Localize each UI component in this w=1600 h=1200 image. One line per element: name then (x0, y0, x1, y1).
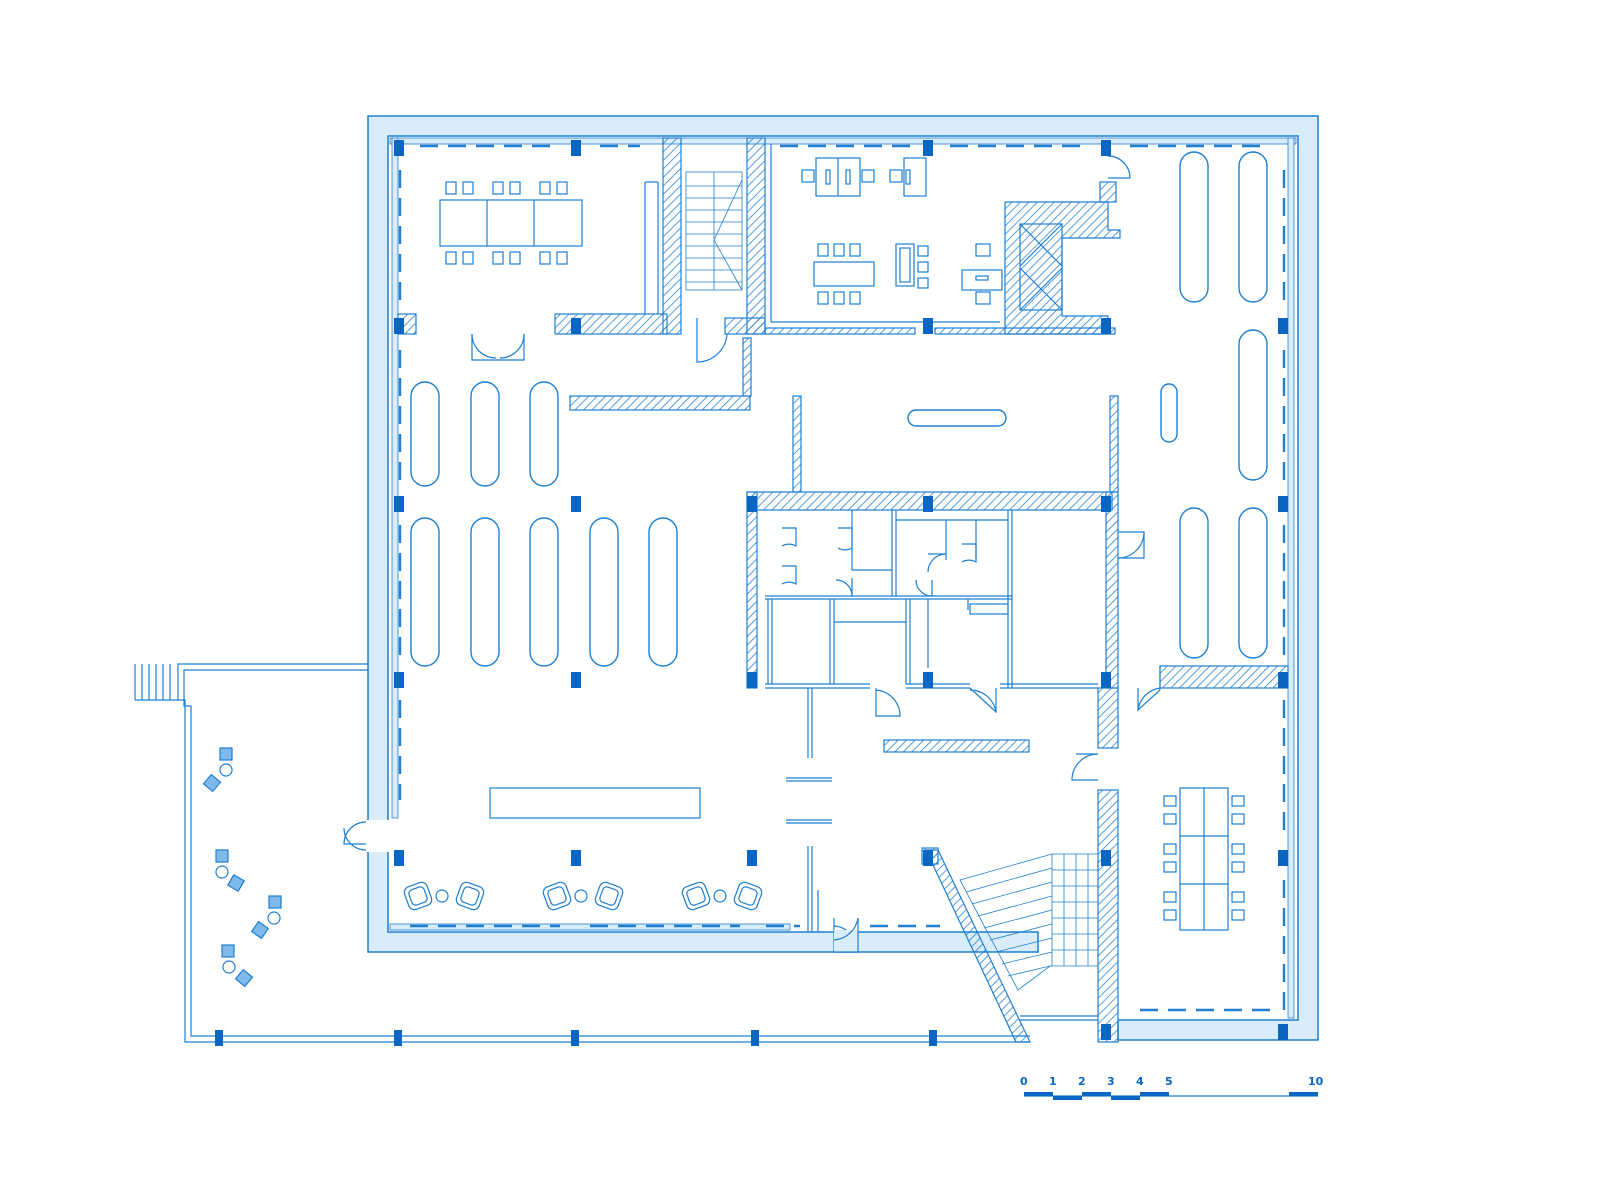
meeting-table (439, 181, 583, 265)
thin-partitions (644, 144, 1161, 1021)
terrace-columns (215, 1030, 937, 1046)
office-furniture (801, 157, 1003, 305)
lobby-door-1 (875, 688, 901, 717)
scale-segment-3 (1111, 1096, 1140, 1100)
scale-label-4: 4 (1136, 1075, 1144, 1088)
shelving-west (410, 381, 678, 667)
south-room-door (1137, 687, 1161, 712)
terrace-steps (141, 664, 171, 700)
north-stair (685, 171, 743, 291)
south-stair (959, 853, 1099, 991)
scale-label-2: 2 (1078, 1075, 1086, 1088)
scale-label-10: 10 (1308, 1075, 1324, 1088)
stair-door (696, 318, 728, 363)
scale-label-1: 1 (1049, 1075, 1057, 1088)
east-room-table (1163, 787, 1245, 931)
scale-label-0: 0 (1020, 1075, 1028, 1088)
scale-segment-4 (1140, 1092, 1169, 1096)
east-room-door (1071, 753, 1099, 781)
shelving-east (907, 151, 1268, 659)
columns (394, 140, 1288, 1040)
terrace (134, 663, 1030, 1043)
window-dashes (398, 144, 1286, 1012)
scale-segment-0 (1024, 1092, 1053, 1096)
lobby-door-2 (969, 687, 997, 714)
doors[interactable] (471, 155, 1161, 953)
elevator (1019, 223, 1063, 311)
east-core-door (1117, 531, 1145, 559)
office-door (1107, 155, 1131, 179)
restroom-stalls (781, 527, 977, 597)
terrace-seating (202, 747, 282, 988)
scale-label-3: 3 (1107, 1075, 1115, 1088)
scale-segment-2 (1082, 1092, 1111, 1096)
meeting-room-door (471, 334, 525, 361)
scale-bar: 0 1 2 3 4 5 10 (1020, 1075, 1324, 1100)
reception-counter (489, 787, 701, 819)
west-entrance-door[interactable] (343, 820, 392, 852)
scale-label-5: 5 (1165, 1075, 1173, 1088)
interior-walls (397, 137, 1289, 1043)
scale-segment-1 (1053, 1096, 1082, 1100)
scale-segment-5 (1289, 1092, 1318, 1096)
lounge-seating (403, 881, 763, 911)
